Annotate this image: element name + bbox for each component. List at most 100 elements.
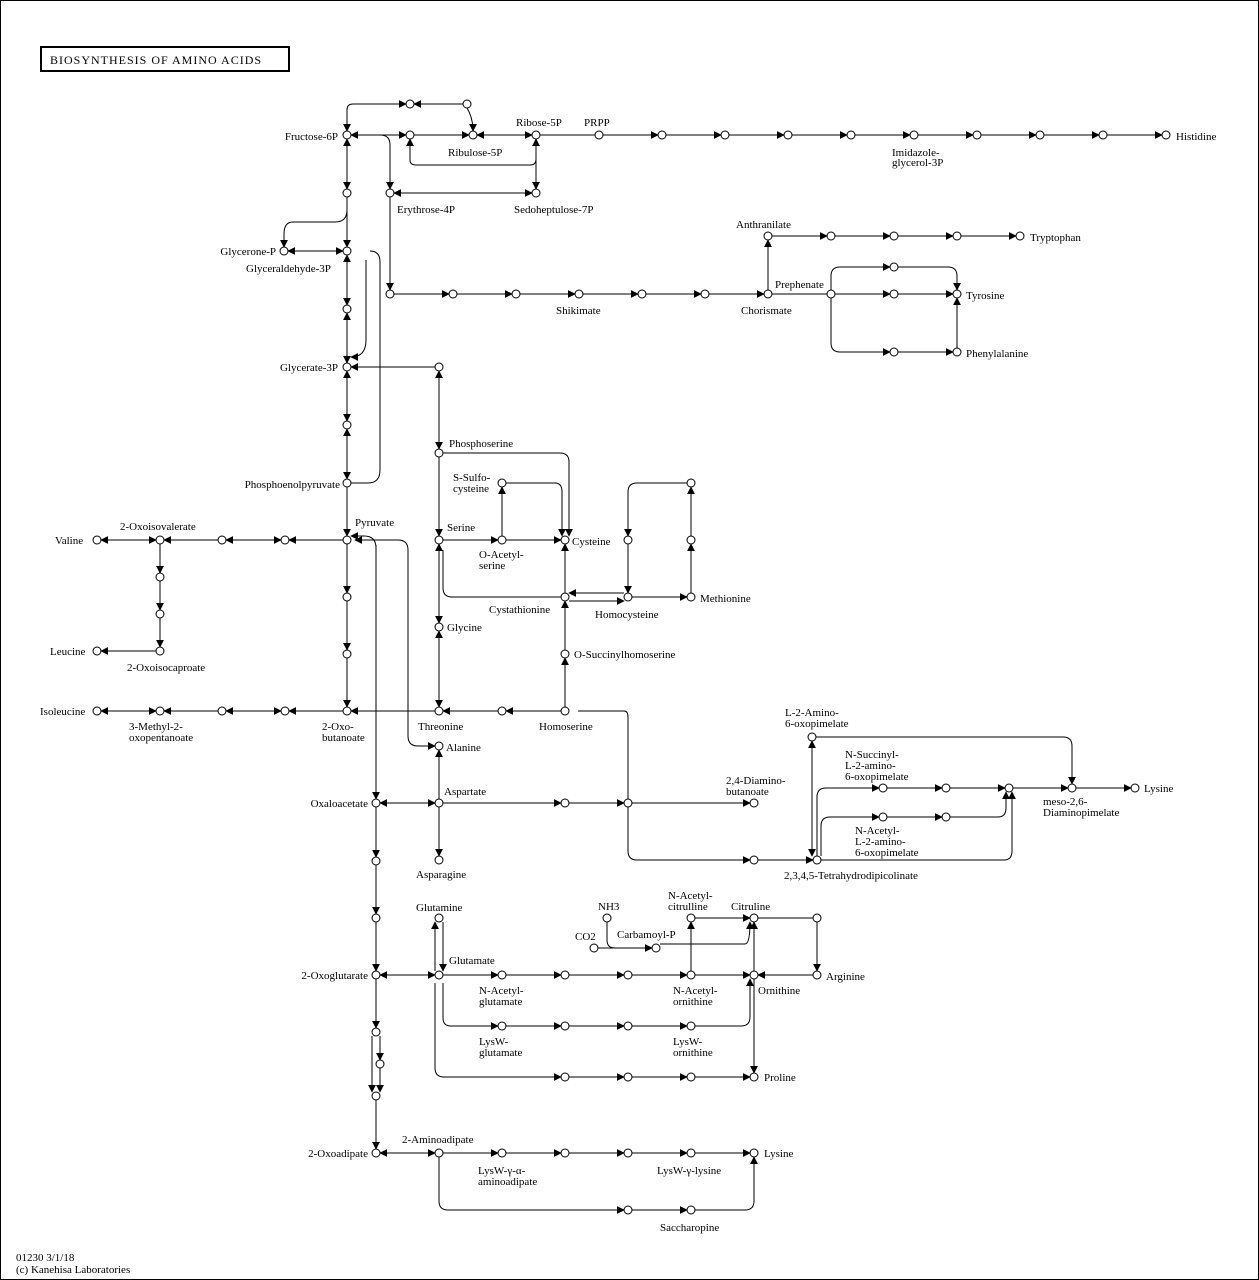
compound-node-59	[217, 535, 227, 545]
label-saccharopine: Saccharopine	[660, 1222, 719, 1234]
label-meso-2-6: meso-2,6-	[1043, 796, 1088, 808]
compound-node-53	[686, 478, 696, 488]
compound-node-9	[783, 130, 793, 140]
label-2-oxo-butanoate: butanoate	[322, 732, 365, 744]
reaction-edge-55	[506, 482, 566, 537]
compound-node-21	[342, 304, 352, 314]
compound-node-129	[686, 1205, 696, 1215]
compound-node-102	[497, 970, 507, 980]
label-cysteine: Cysteine	[572, 536, 611, 548]
compound-node-89	[878, 812, 888, 822]
label-glycine: Glycine	[447, 622, 482, 634]
label-n-acetyl-citrulline-1: N-Acetyl-	[668, 890, 713, 902]
compound-node-76	[434, 741, 444, 751]
reaction-edge-105	[816, 784, 880, 856]
compound-node-113	[651, 943, 661, 953]
compound-node-128	[623, 1205, 633, 1215]
label-n-succinyl: N-Succinyl-	[845, 749, 899, 761]
label-n-succinyl-6-oxopimelate: 6-oxopimelate	[845, 771, 909, 783]
reaction-edge-15	[466, 107, 477, 132]
label-glycerone-p: Glycerone-P	[220, 246, 276, 258]
compound-node-99	[371, 1148, 381, 1158]
reaction-edge-27	[351, 250, 381, 484]
compound-node-81	[749, 798, 759, 808]
compound-node-127	[749, 1148, 759, 1158]
compound-node-15	[1161, 130, 1171, 140]
compound-node-40	[952, 347, 962, 357]
compound-node-122	[434, 1148, 444, 1158]
reaction-edge-143	[695, 978, 754, 1027]
compound-node-64	[155, 646, 165, 656]
compound-node-104	[623, 970, 633, 980]
reaction-edge-60	[442, 550, 561, 598]
compound-node-33	[952, 231, 962, 241]
reaction-edge-92	[354, 536, 436, 750]
compound-node-11	[909, 130, 919, 140]
label-2-oxoadipate: 2-Oxoadipate	[308, 1148, 368, 1160]
label-glycerate-3p: Glycerate-3P	[280, 362, 338, 374]
label-ribulose-5p: Ribulose-5P	[448, 147, 502, 159]
compound-node-26	[574, 289, 584, 299]
label-o-succinylhomoserine: O-Succinylhomoserine	[574, 649, 676, 661]
compound-node-112	[589, 943, 599, 953]
compound-node-54	[686, 535, 696, 545]
label-homoserine: Homoserine	[539, 721, 593, 733]
reaction-edge-136	[606, 922, 616, 949]
compound-node-23	[385, 289, 395, 299]
label-glycerol-3p: glycerol-3P	[892, 157, 943, 169]
label-2-oxoisocaproate: 2-Oxoisocaproate	[127, 662, 205, 674]
compound-node-101	[434, 970, 444, 980]
label-2-4-diamino: 2,4-Diamino-	[726, 775, 786, 787]
reaction-edge-18	[379, 134, 394, 190]
label-citrulline: Citruline	[731, 901, 770, 913]
compound-node-119	[623, 1072, 633, 1082]
label-leucine: Leucine	[50, 646, 86, 658]
compound-node-63	[155, 609, 165, 619]
compound-node-27	[637, 289, 647, 299]
label-2-oxo: 2-Oxo-	[322, 721, 354, 733]
label-ribose-5p: Ribose-5P	[516, 117, 562, 129]
compound-node-3	[405, 130, 415, 140]
label-3-methyl-2: 3-Methyl-2-	[129, 721, 183, 733]
compound-node-51	[623, 535, 633, 545]
label-chorismate: Chorismate	[741, 305, 792, 317]
compound-node-58	[155, 535, 165, 545]
compound-node-98	[371, 1091, 381, 1101]
reaction-edge-45	[830, 298, 891, 356]
reaction-edge-104	[816, 736, 1076, 785]
compound-node-28	[700, 289, 710, 299]
label-n-acetyl-6-oxopimelate: 6-oxopimelate	[855, 847, 919, 859]
reaction-edges	[100, 100, 1163, 1214]
compound-node-123	[497, 1148, 507, 1158]
reaction-edge-110	[820, 813, 880, 856]
reaction-edge-112	[950, 791, 1010, 818]
compound-node-120	[686, 1072, 696, 1082]
compound-node-2	[462, 99, 472, 109]
compound-node-19	[342, 246, 352, 256]
compound-node-77	[371, 798, 381, 808]
compound-node-10	[846, 130, 856, 140]
compound-node-73	[434, 706, 444, 716]
compound-node-85	[807, 732, 817, 742]
compound-node-97	[375, 1059, 385, 1069]
label-n-succinyl-l-2-amino: L-2-amino-	[845, 760, 896, 772]
label-lysw-glutamate-1: LysW-	[479, 1036, 509, 1048]
compound-node-84	[812, 855, 822, 865]
compound-node-44	[434, 362, 444, 372]
label-lysw-aminoadipate: aminoadipate	[478, 1176, 537, 1188]
compound-node-105	[686, 970, 696, 980]
label-oxaloacetate: Oxaloacetate	[311, 798, 369, 810]
compound-node-5	[531, 130, 541, 140]
compound-node-16	[531, 188, 541, 198]
compound-node-45	[434, 448, 444, 458]
label-valine: Valine	[55, 535, 83, 547]
label-alanine: Alanine	[446, 742, 481, 754]
reaction-edge-138	[660, 921, 754, 945]
compound-node-115	[560, 1021, 570, 1031]
footer-copyright: (c) Kanehisa Laboratories	[16, 1264, 130, 1276]
compound-node-49	[560, 535, 570, 545]
label-n-acetyl-glutamate-1: N-Acetyl-	[479, 985, 524, 997]
label-s-sulfo-cysteine: cysteine	[453, 483, 489, 495]
compound-node-52	[623, 592, 633, 602]
compound-node-62	[155, 572, 165, 582]
